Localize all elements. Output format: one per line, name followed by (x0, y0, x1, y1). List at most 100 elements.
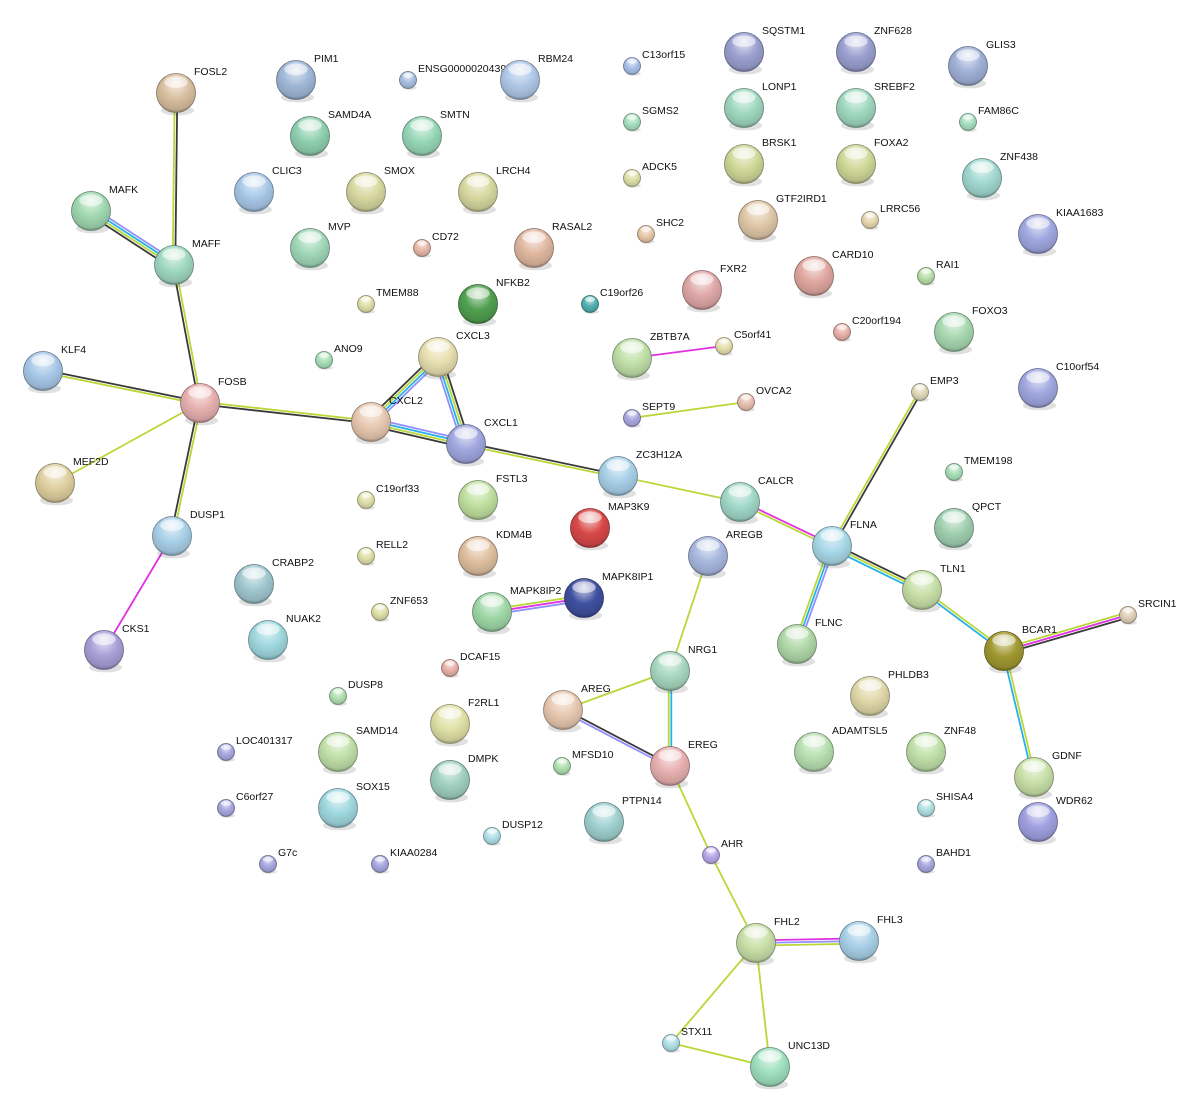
node-DCAF15[interactable]: DCAF15 (441, 651, 501, 678)
node-FLNC[interactable]: FLNC (777, 617, 843, 667)
node-QPCT[interactable]: QPCT (934, 501, 1002, 551)
edge-FOSL2-MAFF[interactable] (171, 92, 179, 266)
node-C10orf54[interactable]: C10orf54 (1018, 361, 1100, 411)
edge-BCAR1-GDNF[interactable] (1001, 650, 1037, 778)
node-ZNF48[interactable]: ZNF48 (906, 725, 977, 775)
node-CD72[interactable]: CD72 (413, 231, 460, 258)
edge-DUSP1-CKS1[interactable] (103, 535, 173, 651)
node-CKS1[interactable]: CKS1 (84, 623, 150, 673)
node-MAPK8IP2[interactable]: MAPK8IP2 (472, 585, 562, 635)
node-NFKB2[interactable]: NFKB2 (458, 277, 531, 327)
node-RELL2[interactable]: RELL2 (357, 539, 409, 566)
node-DUSP12[interactable]: DUSP12 (483, 819, 544, 846)
node-BAHD1[interactable]: BAHD1 (917, 847, 972, 874)
node-KDM4B[interactable]: KDM4B (458, 529, 533, 579)
node-TMEM198[interactable]: TMEM198 (945, 455, 1013, 482)
edge-MEF2D-FOSB[interactable] (54, 402, 201, 484)
node-ANO9[interactable]: ANO9 (315, 343, 363, 370)
node-KIAA1683[interactable]: KIAA1683 (1018, 207, 1104, 257)
node-C20orf194[interactable]: C20orf194 (833, 315, 902, 342)
node-KLF4[interactable]: KLF4 (23, 344, 87, 394)
edge-KLF4-FOSB[interactable] (42, 368, 201, 406)
node-SHISA4[interactable]: SHISA4 (917, 791, 974, 818)
node-LOC401317[interactable]: LOC401317 (217, 735, 293, 762)
node-MVP[interactable]: MVP (290, 221, 351, 271)
node-CALCR[interactable]: CALCR (720, 475, 795, 525)
node-F2RL1[interactable]: F2RL1 (430, 697, 500, 747)
node-AHR[interactable]: AHR (702, 838, 744, 865)
node-SRCIN1[interactable]: SRCIN1 (1119, 598, 1177, 625)
edge-FHL2-STX11[interactable] (670, 942, 757, 1044)
node-CLIC3[interactable]: CLIC3 (234, 165, 302, 215)
edge-SEPT9-OVCA2[interactable] (631, 401, 747, 419)
node-LRRC56[interactable]: LRRC56 (861, 203, 921, 230)
node-DUSP1[interactable]: DUSP1 (152, 509, 226, 559)
node-G7c[interactable]: G7c (259, 847, 298, 874)
node-BCAR1[interactable]: BCAR1 (984, 624, 1058, 674)
node-AREGB[interactable]: AREGB (688, 529, 763, 579)
node-DUSP8[interactable]: DUSP8 (329, 679, 384, 706)
edge-CXCL1-ZC3H12A[interactable] (465, 441, 619, 479)
node-SAMD4A[interactable]: SAMD4A (290, 109, 372, 159)
node-FHL3[interactable]: FHL3 (839, 914, 903, 964)
node-SHC2[interactable]: SHC2 (637, 217, 685, 244)
node-SQSTM1[interactable]: SQSTM1 (724, 25, 806, 75)
node-C19orf33[interactable]: C19orf33 (357, 483, 420, 510)
node-CXCL2[interactable]: CXCL2 (351, 395, 424, 445)
node-LONP1[interactable]: LONP1 (724, 81, 797, 131)
node-ZNF653[interactable]: ZNF653 (371, 595, 429, 622)
node-FOSL2[interactable]: FOSL2 (156, 66, 228, 116)
node-FSTL3[interactable]: FSTL3 (458, 473, 528, 523)
node-RASAL2[interactable]: RASAL2 (514, 221, 593, 271)
node-FOXO3[interactable]: FOXO3 (934, 305, 1008, 355)
node-DMPK[interactable]: DMPK (430, 753, 499, 803)
node-SAMD14[interactable]: SAMD14 (318, 725, 399, 775)
node-GLIS3[interactable]: GLIS3 (948, 39, 1016, 89)
edge-FOSB-DUSP1[interactable] (169, 402, 203, 537)
edge-EMP3-FLNA[interactable] (830, 390, 922, 548)
node-ADAMTSL5[interactable]: ADAMTSL5 (794, 725, 888, 775)
node-C5orf41[interactable]: C5orf41 (715, 329, 772, 356)
edge-FOSB-CXCL2[interactable] (199, 400, 372, 425)
node-C19orf26[interactable]: C19orf26 (581, 287, 644, 314)
node-FHL2[interactable]: FHL2 (736, 916, 800, 966)
node-NRG1[interactable]: NRG1 (650, 644, 718, 694)
node-MEF2D[interactable]: MEF2D (35, 456, 110, 506)
node-SGMS2[interactable]: SGMS2 (623, 105, 679, 132)
node-CXCL3[interactable]: CXCL3 (418, 330, 491, 380)
edge-MAFF-FOSB[interactable] (171, 264, 203, 404)
node-SMOX[interactable]: SMOX (346, 165, 415, 215)
node-SREBF2[interactable]: SREBF2 (836, 81, 916, 131)
node-FXR2[interactable]: FXR2 (682, 263, 748, 313)
node-PHLDB3[interactable]: PHLDB3 (850, 669, 930, 719)
node-WDR62[interactable]: WDR62 (1018, 795, 1093, 845)
node-FOSB[interactable]: FOSB (180, 376, 247, 426)
node-CRABP2[interactable]: CRABP2 (234, 557, 315, 607)
node-C13orf15[interactable]: C13orf15 (623, 49, 686, 76)
node-C6orf27[interactable]: C6orf27 (217, 791, 274, 818)
node-FOXA2[interactable]: FOXA2 (836, 137, 909, 187)
node-STX11[interactable]: STX11 (662, 1026, 713, 1053)
node-BRSK1[interactable]: BRSK1 (724, 137, 797, 187)
node-ADCK5[interactable]: ADCK5 (623, 161, 678, 188)
node-ZNF628[interactable]: ZNF628 (836, 25, 913, 75)
node-RBM24[interactable]: RBM24 (500, 53, 574, 103)
node-NUAK2[interactable]: NUAK2 (248, 613, 322, 663)
node-CXCL1[interactable]: CXCL1 (446, 417, 519, 467)
node-UNC13D[interactable]: UNC13D (750, 1040, 831, 1090)
edge-ZC3H12A-CALCR[interactable] (617, 475, 741, 503)
node-ZNF438[interactable]: ZNF438 (962, 151, 1039, 201)
node-KIAA0284[interactable]: KIAA0284 (371, 847, 438, 874)
edge-AREGB-NRG1[interactable] (669, 555, 709, 672)
node-AREG[interactable]: AREG (543, 683, 611, 733)
node-PIM1[interactable]: PIM1 (276, 53, 339, 103)
node-SOX15[interactable]: SOX15 (318, 781, 391, 831)
node-PTPN14[interactable]: PTPN14 (584, 795, 662, 845)
edge-AREG-EREG[interactable] (561, 708, 672, 768)
node-EREG[interactable]: EREG (650, 739, 718, 789)
node-FLNA[interactable]: FLNA (812, 519, 877, 569)
node-MAFK[interactable]: MAFK (71, 184, 139, 234)
node-SMTN[interactable]: SMTN (402, 109, 470, 159)
edge-BCAR1-SRCIN1[interactable] (1003, 611, 1129, 655)
node-CARD10[interactable]: CARD10 (794, 249, 874, 299)
